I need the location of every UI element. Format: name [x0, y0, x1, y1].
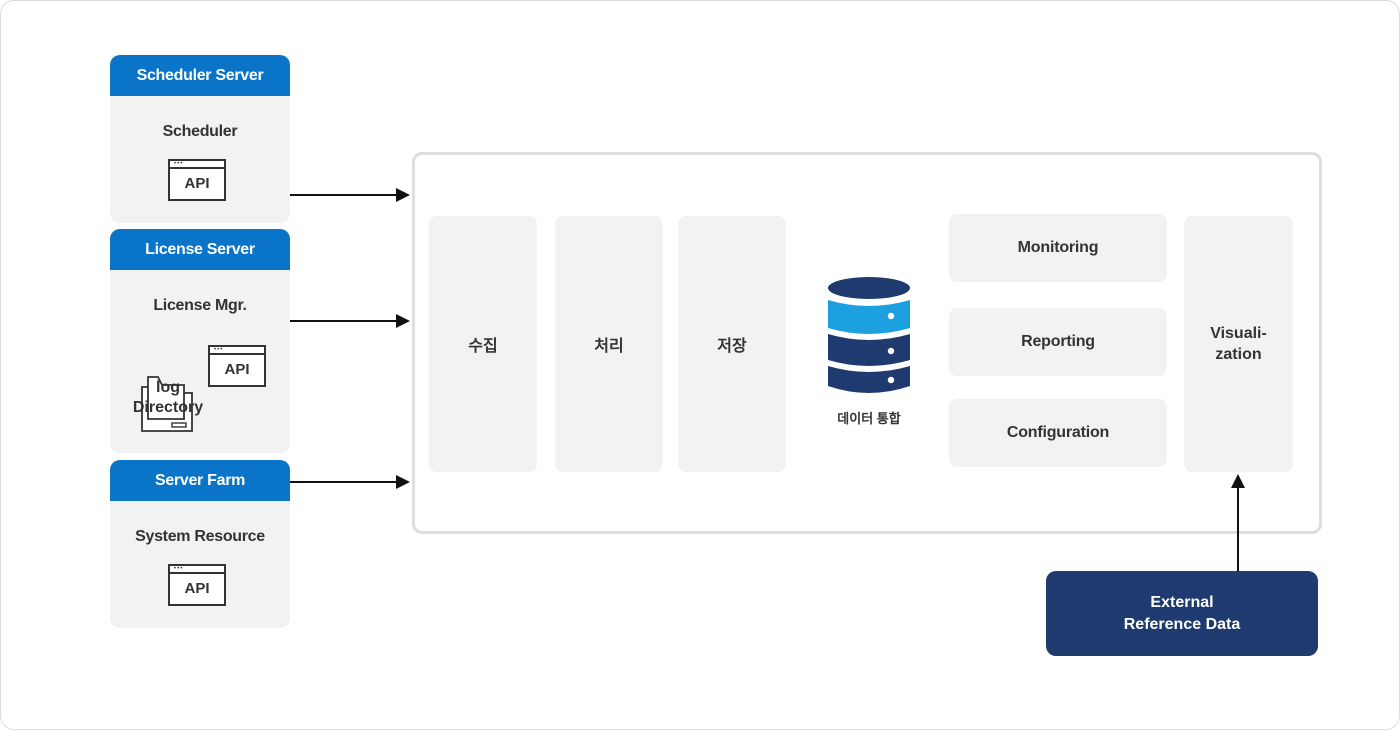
window-dots-icon: •••	[214, 347, 224, 353]
scheduler-api-label: API	[184, 175, 210, 192]
server-farm-card: Server Farm System Resource ••• API	[110, 460, 290, 628]
license-server-card: License Server License Mgr. ••• API log …	[110, 229, 290, 453]
stage-store: 저장	[678, 216, 786, 472]
folder-log-label: log	[156, 379, 180, 396]
arrow-scheduler-to-platform	[290, 188, 410, 202]
database-icon	[827, 276, 911, 398]
function-monitoring: Monitoring	[949, 214, 1167, 282]
license-api-label: API	[224, 361, 250, 378]
log-directory-folder-icon: log Directory	[130, 371, 210, 435]
folder-directory-label: Directory	[132, 399, 204, 416]
license-server-header: License Server	[110, 229, 290, 270]
server-farm-header: Server Farm	[110, 460, 290, 501]
system-resource-api-icon: ••• API	[168, 564, 226, 606]
system-resource-api-label: API	[184, 580, 210, 597]
arrow-license-to-platform	[290, 314, 410, 328]
database-label: 데이터 통합	[837, 411, 901, 426]
visualization-panel: Visuali- zation	[1184, 216, 1293, 472]
stage-collect: 수집	[429, 216, 537, 472]
license-title: License Mgr.	[153, 297, 247, 314]
arrow-serverfarm-to-platform	[290, 475, 410, 489]
license-api-icon: ••• API	[208, 345, 266, 387]
arrow-external-to-visualization	[1231, 474, 1245, 571]
stage-process: 처리	[555, 216, 663, 472]
window-dots-icon: •••	[174, 566, 184, 572]
scheduler-title: Scheduler	[162, 123, 238, 140]
external-reference-data-box: External Reference Data	[1046, 571, 1318, 656]
function-reporting: Reporting	[949, 308, 1167, 376]
scheduler-server-card: Scheduler Server Scheduler ••• API	[110, 55, 290, 223]
function-configuration: Configuration	[949, 399, 1167, 467]
scheduler-server-header: Scheduler Server	[110, 55, 290, 96]
window-dots-icon: •••	[174, 161, 184, 167]
scheduler-api-icon: ••• API	[168, 159, 226, 201]
system-resource-title: System Resource	[135, 528, 265, 545]
